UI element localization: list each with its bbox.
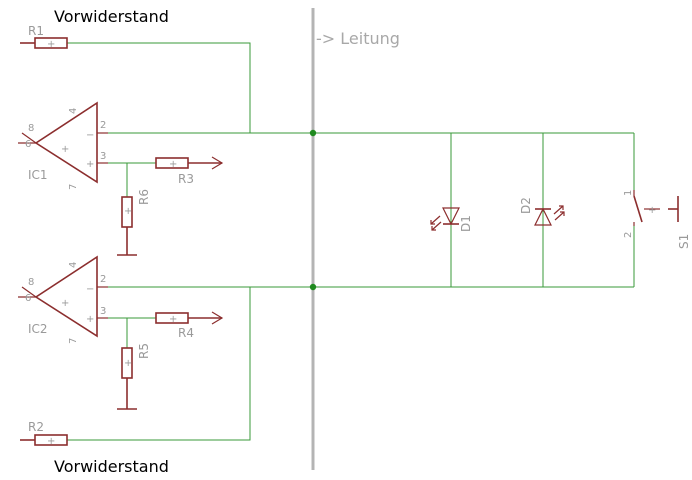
resistor-r4: + R4 [155,311,224,340]
label-r2: R2 [28,420,44,434]
svg-text:2: 2 [100,274,106,285]
svg-text:+: + [47,436,55,447]
leitung-label: -> Leitung [316,29,400,48]
svg-text:+: + [169,314,177,325]
svg-text:+: + [61,298,69,309]
svg-text:4: 4 [68,262,79,268]
svg-text:6: 6 [25,293,31,304]
svg-text:4: 4 [68,108,79,114]
label-s1: S1 [677,234,691,249]
opamp-ic2: − + + 2 3 8 6 4 7 IC2 [18,255,108,344]
title-bottom: Vorwiderstand [54,457,169,476]
svg-text:8: 8 [28,123,34,134]
label-r6: R6 [137,189,151,205]
resistor-r3: + R3 [155,156,224,186]
wires [67,42,635,441]
svg-text:+: + [47,39,55,50]
label-d2: D2 [519,197,533,214]
svg-text:8: 8 [28,277,34,288]
svg-text:7: 7 [68,184,79,190]
junction-lower [309,283,317,291]
svg-text:+: + [124,206,132,217]
label-ic1: IC1 [28,168,48,182]
wire-r2 [67,287,251,441]
svg-text:1: 1 [623,190,634,196]
svg-text:3: 3 [100,306,106,317]
title-top: Vorwiderstand [54,7,169,26]
label-r5: R5 [137,343,151,359]
svg-text:−: − [86,284,94,295]
label-r4: R4 [178,326,194,340]
svg-text:+: + [61,144,69,155]
svg-text:−: − [86,130,94,141]
led-d1: D1 [430,207,473,232]
svg-text:2: 2 [100,120,106,131]
opamp-ic1: − + + 2 3 8 6 4 7 IC1 [18,101,108,190]
svg-text:7: 7 [68,338,79,344]
label-r3: R3 [178,172,194,186]
svg-text:+: + [169,159,177,170]
svg-text:+: + [124,358,132,369]
resistor-r1: + R1 [20,24,68,50]
label-d1: D1 [459,215,473,232]
svg-text:6: 6 [25,139,31,150]
svg-text:+: + [86,314,94,325]
resistor-r5: + R5 [117,343,151,410]
junction-upper [309,129,317,137]
svg-text:3: 3 [100,151,106,162]
label-ic2: IC2 [28,322,48,336]
svg-text:+: + [648,205,656,216]
svg-text:2: 2 [623,232,634,238]
wire-r1 [67,42,251,133]
resistor-r2: + R2 [20,420,68,447]
resistor-r6: + R6 [117,189,151,256]
led-d2: D2 [519,197,565,226]
svg-text:+: + [86,159,94,170]
switch-s1: + 1 2 S1 [623,190,691,249]
label-r1: R1 [28,24,44,38]
